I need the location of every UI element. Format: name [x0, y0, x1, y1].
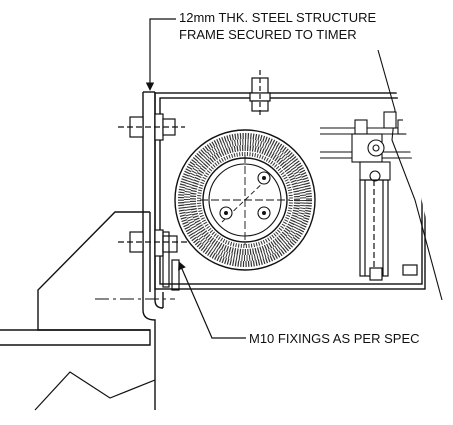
upper-fixing-bolt	[118, 113, 185, 141]
clamp-assembly	[351, 111, 413, 182]
fixings-leader	[178, 261, 246, 339]
break-line	[377, 49, 443, 301]
fixings-annotation: M10 FIXINGS AS PER SPEC	[249, 331, 420, 346]
top-bolt	[249, 70, 271, 115]
frame-annotation-line-2: FRAME SECURED TO TIMER	[179, 27, 357, 42]
frame-annotation: 12mm THK. STEEL STRUCTURE FRAME SECURED …	[179, 9, 376, 43]
lower-fixing-bolt	[118, 229, 190, 257]
timber-support	[0, 211, 151, 346]
frame-leader	[145, 18, 176, 91]
bracket-strip	[162, 231, 180, 291]
cable-drum	[174, 129, 316, 271]
frame-annotation-line-1: 12mm THK. STEEL STRUCTURE	[179, 10, 377, 25]
steel-frame-plate	[142, 91, 164, 410]
ground-break	[34, 371, 156, 411]
hanger-plate	[359, 179, 418, 281]
